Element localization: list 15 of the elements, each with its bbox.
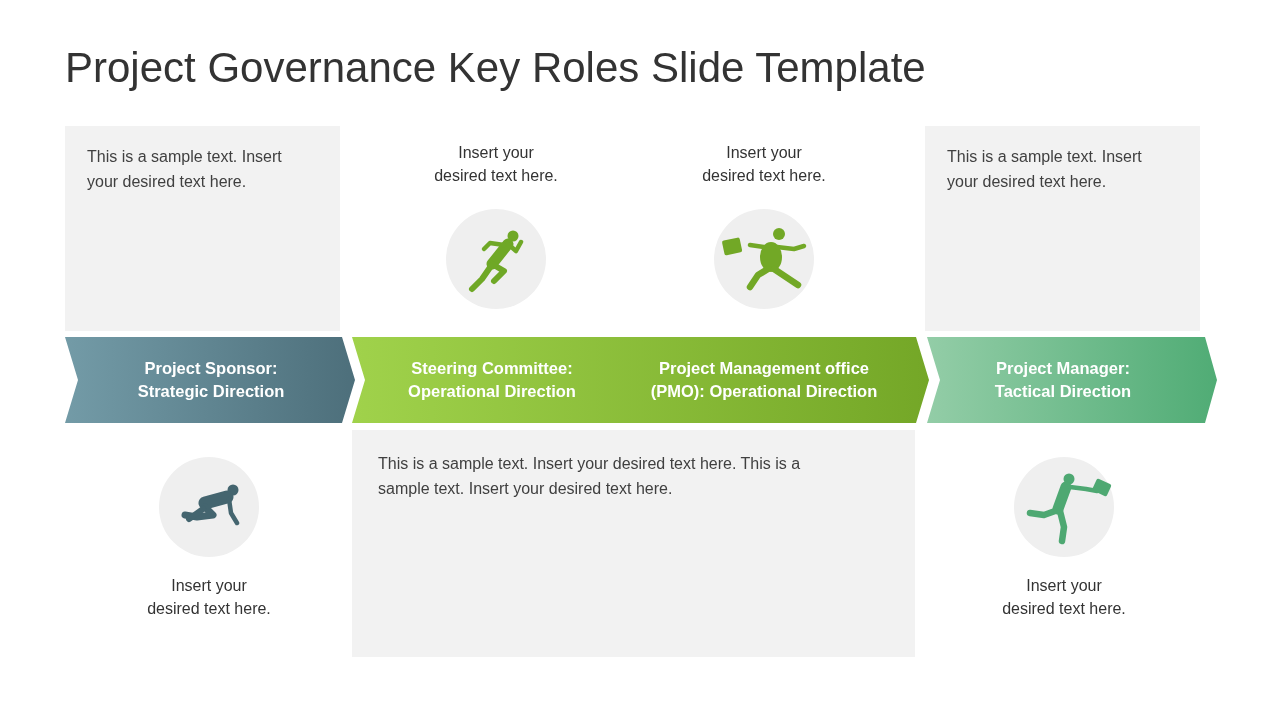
banner-label: Project Manager: Tactical Direction [993, 358, 1133, 402]
body-text: This is a sample text. Insert your desired text here. [947, 147, 1143, 192]
caption-text: Insert your desired text here. [146, 576, 272, 619]
chevron-banner [927, 337, 1217, 423]
banner-label: Project Sponsor: Strategic Direction [136, 358, 286, 402]
caption-text: Insert your desired text here. [1001, 576, 1127, 619]
chevron-banner [352, 337, 929, 423]
body-text: This is a sample text. Insert your desired text here. This is a sample text. Insert your desired text here. [378, 454, 802, 499]
banner-label: Project Management office (PMO): Operational Direction [649, 358, 879, 402]
body-text: This is a sample text. Insert your desired text here. [87, 147, 283, 192]
slide-title: Project Governance Key Roles Slide Template [65, 43, 926, 93]
chevron-banner [65, 337, 355, 423]
caption-text: Insert your desired text here. [701, 143, 827, 186]
banner-label: Steering Committee: Operational Direction [407, 358, 577, 402]
caption-text: Insert your desired text here. [433, 143, 559, 186]
